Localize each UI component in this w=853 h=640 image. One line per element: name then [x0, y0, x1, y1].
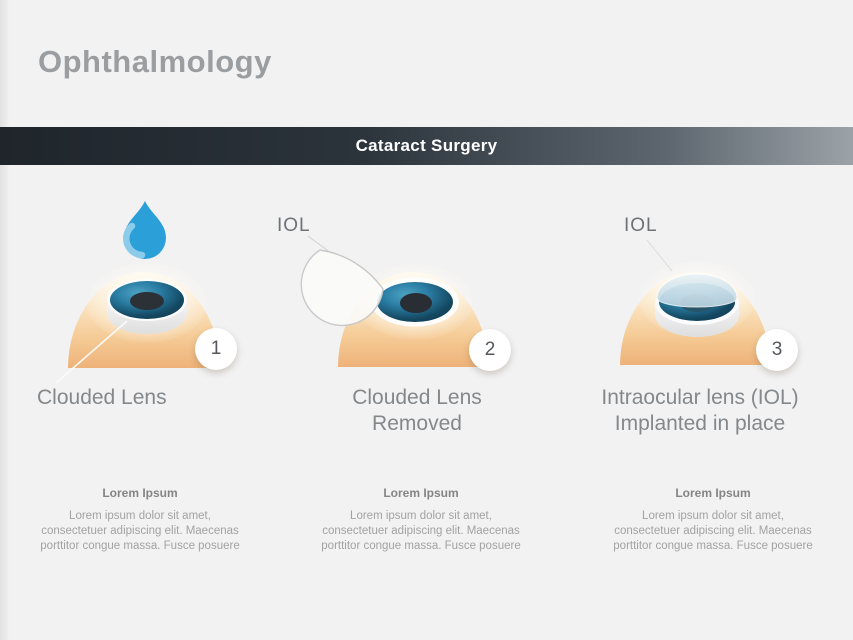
step-number: 2 [484, 339, 496, 360]
iol-callout-label: IOL [277, 215, 311, 236]
lens-cylinder-side [107, 300, 187, 334]
pupil [130, 292, 164, 310]
leader-line [307, 235, 332, 254]
step-number: 1 [210, 338, 222, 359]
description-line: porttitor congue massa. Fusce posuere [613, 540, 813, 552]
step-caption-line: Removed [372, 412, 462, 435]
step-description-block: Lorem Ipsum Lorem ipsum dolor sit amet, … [593, 486, 833, 554]
description-line: Lorem ipsum dolor sit amet, [69, 510, 211, 522]
step-caption: Intraocular lens (IOL) Implanted in plac… [572, 385, 828, 437]
step-3-illustration [620, 239, 770, 365]
description-heading: Lorem Ipsum [102, 486, 178, 500]
step-caption-line: Clouded Lens [352, 386, 482, 409]
description-line: consectetuer adipiscing elit. Maecenas [41, 525, 239, 537]
step-description-block: Lorem Ipsum Lorem ipsum dolor sit amet, … [20, 486, 260, 554]
description-line: Lorem ipsum dolor sit amet, [350, 510, 492, 522]
page-title: Ophthalmology [38, 44, 272, 79]
eye-drop-icon [123, 201, 166, 259]
step-caption-line: Intraocular lens (IOL) [601, 386, 799, 409]
description-body: Lorem ipsum dolor sit amet, consectetuer… [593, 509, 833, 554]
step-number: 3 [771, 339, 783, 360]
step-1-illustration [55, 201, 220, 384]
description-heading: Lorem Ipsum [383, 486, 459, 500]
description-line: consectetuer adipiscing elit. Maecenas [322, 525, 520, 537]
banner: Cataract Surgery [0, 127, 853, 165]
step-caption: Clouded Lens Removed [292, 385, 542, 437]
description-body: Lorem ipsum dolor sit amet, consectetuer… [20, 509, 260, 554]
description-line: porttitor congue massa. Fusce posuere [321, 540, 521, 552]
step-caption-line: Implanted in place [614, 412, 786, 435]
banner-title: Cataract Surgery [355, 136, 498, 155]
description-line: porttitor congue massa. Fusce posuere [40, 540, 240, 552]
description-heading: Lorem Ipsum [675, 486, 751, 500]
iol-callout-label: IOL [624, 215, 658, 236]
step-2-illustration [300, 235, 488, 367]
iol-lens-flap-icon [300, 249, 384, 327]
step-number-badge: 2 [469, 329, 511, 371]
step-number-badge: 3 [756, 329, 798, 371]
description-line: consectetuer adipiscing elit. Maecenas [614, 525, 812, 537]
lens-cylinder-side [655, 303, 739, 337]
step-description-block: Lorem Ipsum Lorem ipsum dolor sit amet, … [301, 486, 541, 554]
pupil [400, 293, 432, 313]
description-body: Lorem ipsum dolor sit amet, consectetuer… [301, 509, 541, 554]
step-number-badge: 1 [195, 328, 237, 370]
leader-line [55, 320, 128, 384]
step-caption-line: Clouded Lens [37, 386, 167, 409]
step-caption: Clouded Lens [37, 385, 167, 411]
leader-line [646, 239, 673, 272]
description-line: Lorem ipsum dolor sit amet, [642, 510, 784, 522]
iol-implant-icon [656, 273, 738, 308]
